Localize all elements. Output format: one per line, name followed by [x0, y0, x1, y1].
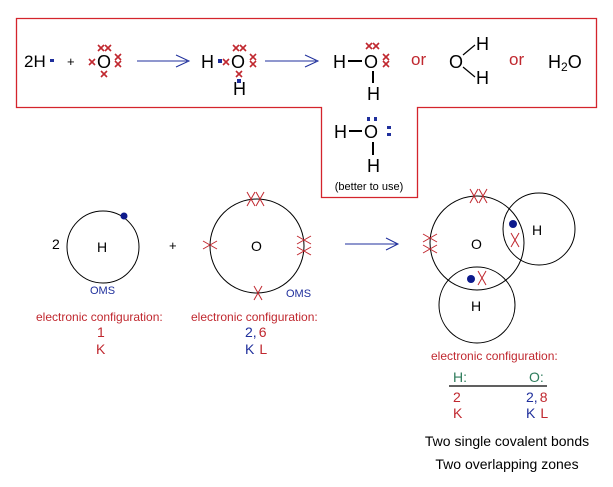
- o-electrons: 2,8: [526, 389, 548, 405]
- h-electron-dot: [237, 79, 241, 83]
- oxygen-symbol: O: [449, 52, 463, 72]
- config-shells: K: [96, 341, 106, 357]
- oxygen-shell: [209, 198, 305, 294]
- hydrogen-symbol: H: [471, 298, 481, 314]
- oxygen-symbol: O: [97, 52, 111, 72]
- hydrogen-symbol: H: [532, 222, 542, 238]
- lewis-frame: [15, 17, 598, 199]
- h-electron-dot: [218, 59, 222, 63]
- plus-sign: +: [169, 238, 177, 253]
- hydrogen-symbol: H: [476, 34, 489, 54]
- reaction-arrow: [345, 237, 400, 251]
- oxygen-symbol: O: [251, 238, 262, 254]
- h-column-header: H:: [453, 369, 467, 385]
- hydrogen-symbol: H: [367, 156, 380, 176]
- config-title: electronic configuration:: [431, 349, 558, 363]
- hydrogen-shell-right: [502, 192, 576, 266]
- hydrogen-symbol: H: [334, 122, 347, 142]
- oxygen-symbol: O: [471, 236, 482, 252]
- oms-label: OMS: [286, 288, 311, 300]
- config-title: electronic configuration:: [191, 310, 318, 324]
- hydrogen-symbol: H: [233, 79, 246, 99]
- config-electrons: 2,6: [245, 324, 267, 340]
- hydrogen-symbol: H: [97, 239, 107, 255]
- hydrogen-electron: [509, 220, 517, 228]
- reaction-arrow: [137, 54, 191, 68]
- oxygen-symbol: O: [364, 122, 378, 142]
- or-label: or: [411, 50, 426, 69]
- hydrogen-shell-bottom: [438, 266, 516, 344]
- single-bond: [462, 44, 476, 56]
- config-electrons: 1: [97, 324, 105, 340]
- plus-sign: +: [67, 54, 75, 69]
- summary-zones: Two overlapping zones: [435, 456, 578, 472]
- hydrogen-symbol: H: [476, 68, 489, 88]
- oxygen-symbol: O: [231, 52, 245, 72]
- hydrogen-electron: [120, 212, 128, 220]
- o-column-header: O:: [529, 369, 544, 385]
- preferred-note: (better to use): [335, 181, 403, 193]
- hydrogen-symbol: H: [201, 52, 214, 72]
- molecular-formula: H2O: [548, 52, 582, 74]
- summary-bonds: Two single covalent bonds: [425, 433, 589, 449]
- hydrogen-symbol: H: [367, 84, 380, 104]
- reaction-arrow: [265, 54, 320, 68]
- h-electron-dot: [50, 59, 54, 62]
- config-title: electronic configuration:: [36, 310, 163, 324]
- single-bond: [462, 66, 476, 78]
- h-coefficient: 2: [52, 236, 60, 252]
- lone-pair-dots: [367, 117, 391, 136]
- hydrogen-symbol: H: [333, 52, 346, 72]
- h-coef-symbol: 2H: [24, 52, 46, 71]
- oxygen-symbol: O: [364, 52, 378, 72]
- hydrogen-shell: [66, 210, 140, 284]
- oms-label: OMS: [90, 285, 115, 297]
- oxygen-shell: [429, 195, 525, 291]
- hydrogen-electron: [467, 275, 475, 283]
- h-electrons: 2: [453, 389, 461, 405]
- or-label: or: [509, 50, 524, 69]
- h-shells: K: [453, 405, 463, 421]
